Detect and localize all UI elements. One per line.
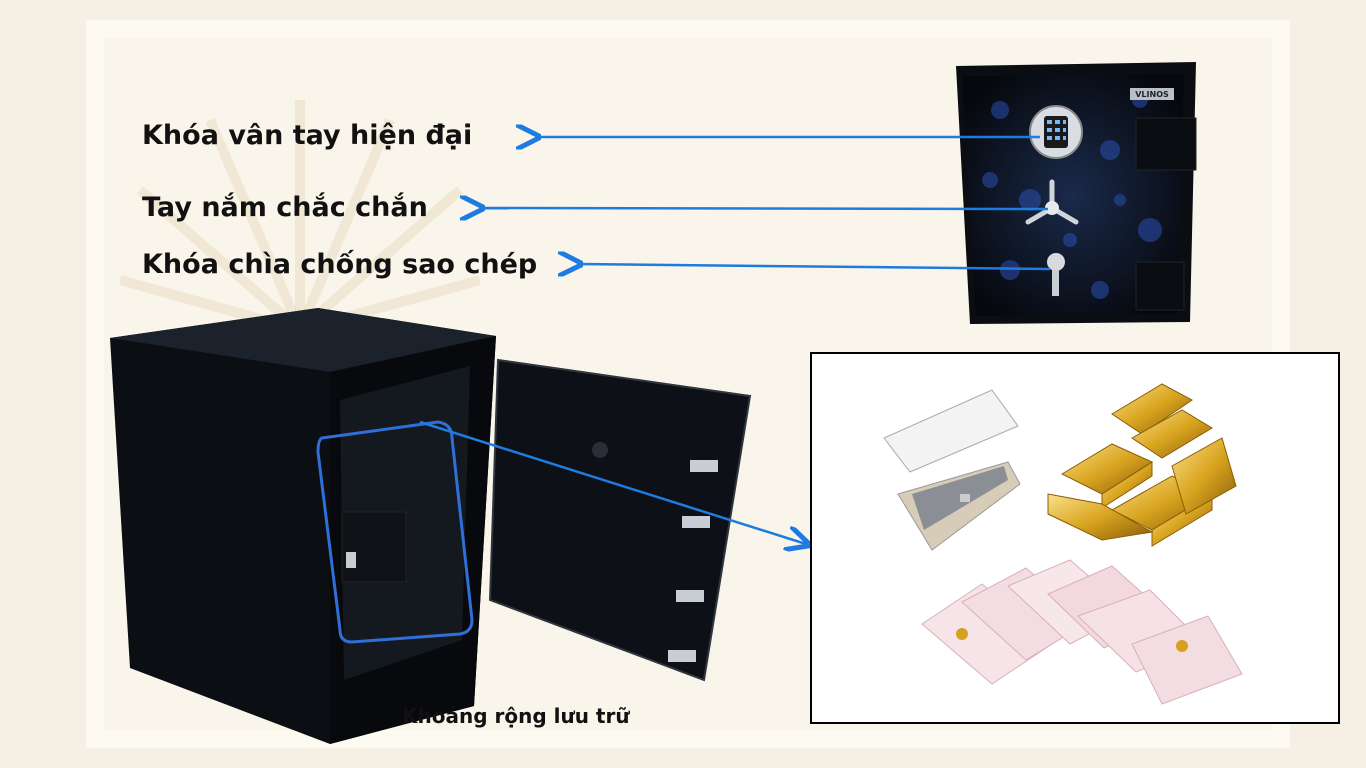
sunburst-watermark [120,100,480,335]
handle-label: Tay nắm chắc chắn [142,192,428,223]
storage-caption: Khoảng rộng lưu trữ [402,704,630,728]
brand-plate-text: VLINOS [1135,90,1169,99]
gold-bars-icon [1047,383,1237,547]
open-safe [110,308,752,744]
brand-plate [1130,88,1174,100]
fingerprint-lock-label: Khóa vân tay hiện đại [142,120,473,151]
handle-arrow [480,208,1049,209]
key-lock [1047,253,1065,271]
closed-safe: VLINOS [956,62,1197,324]
contents-illustration [883,383,1243,705]
key-lock-label: Khóa chìa chống sao chép [142,249,538,280]
storage-arrow [419,420,806,544]
documents-icon [921,559,1243,705]
key-lock-arrow [578,264,1051,269]
contents-box [810,352,1340,724]
book-safe-icon [883,389,1021,551]
storage-highlight [316,420,474,644]
